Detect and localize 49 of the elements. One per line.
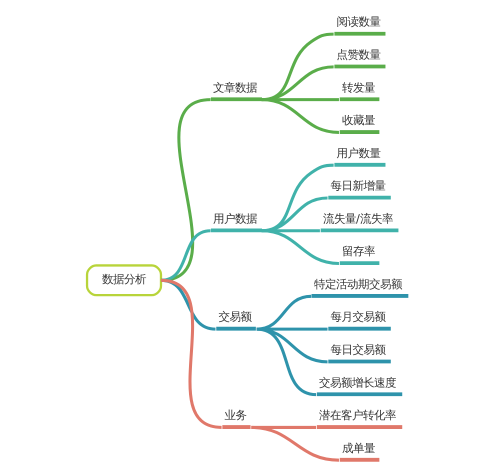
- node-box: [316, 425, 402, 429]
- node-label: 交易额: [218, 310, 252, 324]
- node-box: [334, 32, 385, 36]
- node-label: 流失量/流失率: [322, 211, 392, 226]
- node-box: [316, 392, 402, 396]
- node-label: 成单量: [342, 440, 375, 455]
- node-box: [339, 97, 379, 102]
- connector: [260, 229, 339, 266]
- node-label: 收藏量: [342, 113, 375, 128]
- node-box: [222, 425, 250, 429]
- node-label: 文章数据: [212, 80, 257, 94]
- node-label: 每月交易额: [330, 310, 386, 324]
- connector: [261, 98, 338, 102]
- node-box: [320, 228, 398, 232]
- node-label: 用户数据: [212, 211, 257, 226]
- node-box: [328, 196, 390, 200]
- node-box: [339, 458, 379, 462]
- connector: [256, 328, 316, 396]
- connector: [260, 196, 328, 232]
- node-label: 潜在客户转化率: [318, 408, 396, 422]
- node-box: [334, 162, 385, 167]
- node-box: [328, 326, 390, 331]
- node-label: 特定活动期交易额: [313, 276, 402, 291]
- node-box: [311, 294, 408, 298]
- node-label: 留存率: [342, 244, 375, 258]
- node-label: 点赞数量: [336, 47, 380, 62]
- node-box: [328, 360, 390, 364]
- node-box: [210, 97, 262, 102]
- node-label: 每日新增量: [330, 178, 386, 193]
- node-box: 数据分析: [85, 264, 162, 296]
- node-box: [210, 228, 262, 232]
- node-label: 业务: [224, 408, 246, 422]
- connector: [160, 278, 222, 429]
- connector: [160, 229, 210, 282]
- node-box: [216, 326, 256, 331]
- connector: [250, 426, 339, 462]
- node-box: [339, 130, 379, 134]
- node-box: [339, 261, 379, 266]
- node-label: 用户数量: [336, 146, 380, 160]
- connector: [260, 98, 339, 134]
- connector: [260, 164, 334, 232]
- connector: [261, 229, 320, 232]
- connector: [160, 98, 210, 282]
- node-label: 阅读数量: [336, 14, 380, 29]
- node-label: 交易额增长速度: [318, 375, 396, 390]
- connector: [256, 328, 328, 364]
- node-label: 转发量: [342, 80, 375, 94]
- node-box: [334, 64, 385, 68]
- node-label: 每日交易额: [330, 342, 386, 356]
